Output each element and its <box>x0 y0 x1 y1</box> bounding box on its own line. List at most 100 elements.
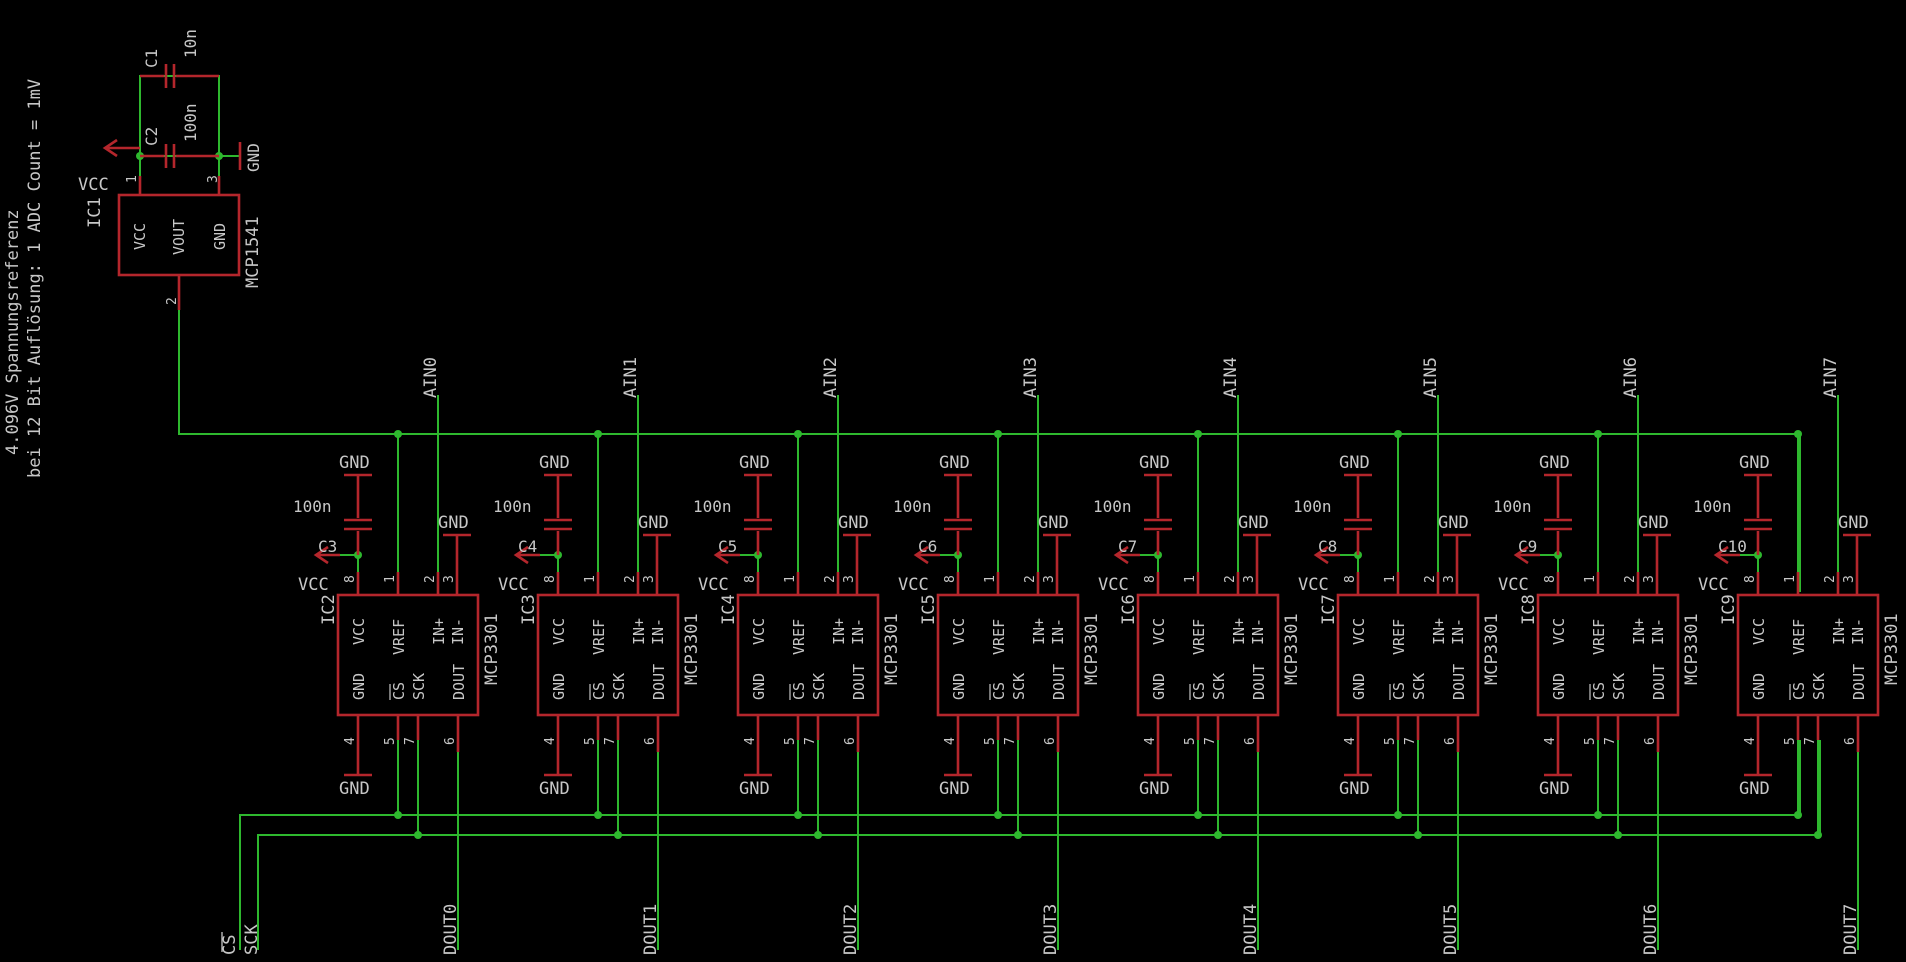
dout-label: DOUT6 <box>1641 904 1661 955</box>
ain-label: AIN0 <box>421 357 441 398</box>
cap-name: C9 <box>1518 537 1537 556</box>
gnd-inn-label: GND <box>838 513 869 533</box>
vcc-label: VCC <box>898 575 929 595</box>
gnd-top-label: GND <box>739 453 770 473</box>
pin-label-inp: IN+ <box>630 618 648 645</box>
decoupling-capacitor-icon <box>344 483 372 555</box>
pin-label-vcc: VCC <box>1350 618 1368 645</box>
c1-name: C1 <box>142 49 161 68</box>
vref-junction <box>994 430 1002 438</box>
pin-number-cs: 5 <box>983 737 998 745</box>
pin-label-inp: IN+ <box>1830 618 1848 645</box>
pin-number-gnd: 4 <box>1743 737 1758 745</box>
ain-label: AIN1 <box>621 357 641 398</box>
vcc-arrow-icon <box>1313 545 1340 565</box>
ic1-name: IC1 <box>85 197 105 228</box>
pin-number-cs: 5 <box>1583 737 1598 745</box>
dout-label: DOUT0 <box>441 904 461 955</box>
pin-label-inp: IN+ <box>830 618 848 645</box>
pin-label-inn: IN- <box>1249 618 1267 645</box>
adc-name: IC9 <box>1719 594 1739 625</box>
pin-label-dout: DOUT <box>850 664 868 700</box>
decoupling-capacitor-icon <box>1544 483 1572 555</box>
pin-number-gnd: 4 <box>1143 737 1158 745</box>
cs-junction <box>594 811 602 819</box>
c2-capacitor-icon <box>140 144 219 168</box>
vref-junction <box>1394 430 1402 438</box>
cap-value: 100n <box>1093 497 1132 516</box>
pin-label-cs: CS <box>990 682 1008 700</box>
pin-label-sck: SCK <box>610 673 628 700</box>
pin-label-dout: DOUT <box>450 664 468 700</box>
vcc-label: VCC <box>1298 575 1329 595</box>
vcc-arrow-icon <box>913 545 940 565</box>
pin-number-inp: 2 <box>423 575 438 583</box>
gnd-inn-label: GND <box>1238 513 1269 533</box>
pin-number-inn: 3 <box>1842 575 1857 583</box>
ain-label: AIN3 <box>1021 357 1041 398</box>
gnd-symbol-icon <box>1544 473 1572 483</box>
pin-number-dout: 6 <box>643 737 658 745</box>
pin-label-vref: VREF <box>1790 619 1808 655</box>
pin-number-sck: 7 <box>1403 737 1418 745</box>
pin-number-vref: 1 <box>1383 575 1398 583</box>
gnd-top-label: GND <box>1539 453 1570 473</box>
pin-label-inn: IN- <box>649 618 667 645</box>
dout-label: DOUT5 <box>1441 904 1461 955</box>
pin-label-gnd: GND <box>350 673 368 700</box>
pin-label-dout: DOUT <box>1650 664 1668 700</box>
gnd-symbol-icon <box>344 473 372 483</box>
adc-name: IC6 <box>1119 594 1139 625</box>
gnd-inn-label: GND <box>438 513 469 533</box>
cap-value: 100n <box>693 497 732 516</box>
ref-vcc-label: VCC <box>78 175 109 195</box>
ref-vcc-arrow-icon <box>102 138 140 158</box>
pin-number-inn: 3 <box>1442 575 1457 583</box>
pin-number-gnd: 4 <box>1543 737 1558 745</box>
pin-number-inn: 3 <box>842 575 857 583</box>
ic1-vcc-pin <box>138 176 221 195</box>
vcc-label: VCC <box>1498 575 1529 595</box>
pin-label-dout: DOUT <box>1250 664 1268 700</box>
vref-junction <box>1194 430 1202 438</box>
pin-label-gnd: GND <box>750 673 768 700</box>
pin-label-dout: DOUT <box>1850 664 1868 700</box>
inn-gnd-symbol-icon <box>1443 533 1471 572</box>
sck-junction <box>1814 831 1822 839</box>
vref-junction <box>1594 430 1602 438</box>
pin-number-vref: 1 <box>1183 575 1198 583</box>
pin-number-vref: 1 <box>783 575 798 583</box>
vref-junction <box>594 430 602 438</box>
pin-label-inn: IN- <box>849 618 867 645</box>
top-pins <box>1756 572 1859 595</box>
adc-value: MCP3301 <box>882 613 902 685</box>
ain-label: AIN4 <box>1221 357 1241 398</box>
pin-number-sck: 7 <box>1603 737 1618 745</box>
cs-junction <box>394 811 402 819</box>
pin-number-dout: 6 <box>1243 737 1258 745</box>
pin-label-cs: CS <box>390 682 408 700</box>
top-pins <box>756 572 859 595</box>
sck-junction <box>1214 831 1222 839</box>
cs-junction <box>994 811 1002 819</box>
pin-number-vcc: 8 <box>343 575 358 583</box>
top-pins <box>956 572 1059 595</box>
pin-number-vcc: 8 <box>1743 575 1758 583</box>
gnd-top-label: GND <box>1739 453 1770 473</box>
bottom-pins <box>1556 715 1660 775</box>
adc-name: IC3 <box>519 594 539 625</box>
ref-gnd-label: GND <box>244 143 263 172</box>
pin-number-inp: 2 <box>1223 575 1238 583</box>
pin-number-inn: 3 <box>1242 575 1257 583</box>
vcc-label: VCC <box>498 575 529 595</box>
pin-number-cs: 5 <box>1183 737 1198 745</box>
pin-number-sck: 7 <box>1203 737 1218 745</box>
pin-label-inp: IN+ <box>1430 618 1448 645</box>
decoupling-capacitor-icon <box>544 483 572 555</box>
pin-label-inn: IN- <box>1649 618 1667 645</box>
bottom-pins <box>1156 715 1260 775</box>
